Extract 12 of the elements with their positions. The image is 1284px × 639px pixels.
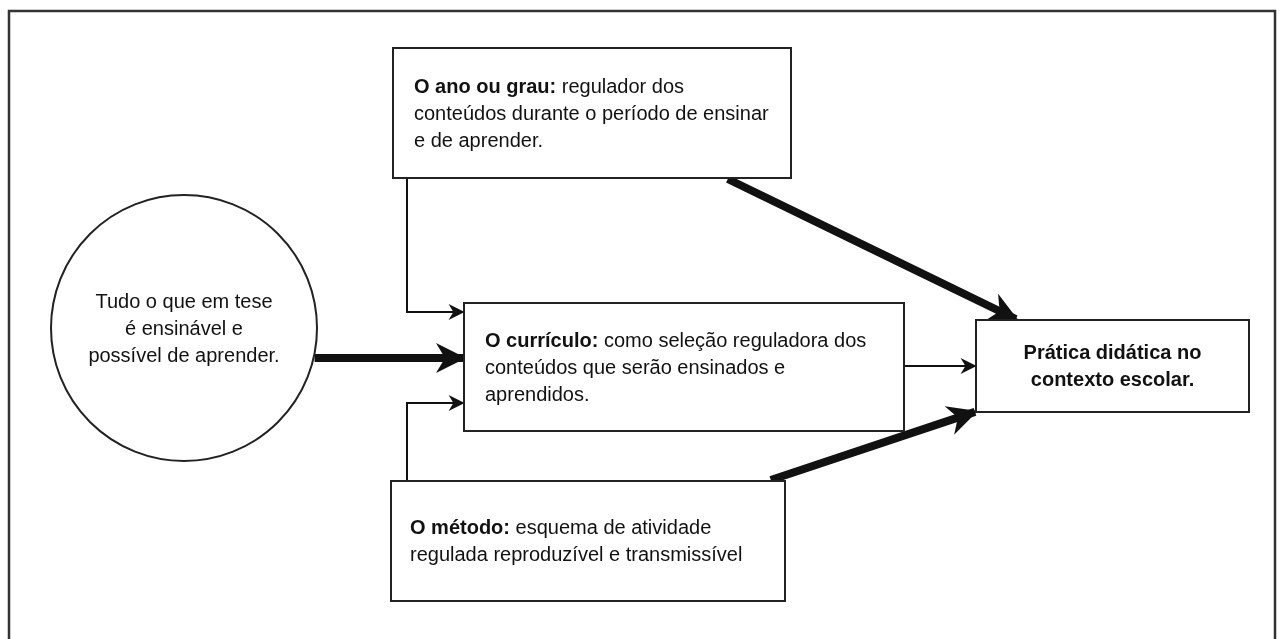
arrow — [904, 358, 977, 374]
arrow — [406, 178, 465, 320]
node-text: O método: esquema de atividade regulada reproduzível e transmissível — [410, 515, 744, 567]
arrow — [406, 395, 465, 481]
concept-box — [392, 47, 792, 179]
node-text: Prática didática no contexto escolar. — [1022, 340, 1203, 392]
node-text: Tudo o que em tese é ensinável e possível de aprender. — [88, 288, 280, 368]
node-text: O ano ou grau: regulador dos conteúdos durante o período de ensinar e de aprender. — [414, 73, 770, 153]
concept-box — [390, 480, 786, 602]
concept-box — [463, 302, 905, 432]
concept-box — [975, 319, 1250, 413]
node-text: O currículo: como seleção reguladora dos conteúdos que serão ensinados e aprendidos. — [485, 327, 868, 407]
